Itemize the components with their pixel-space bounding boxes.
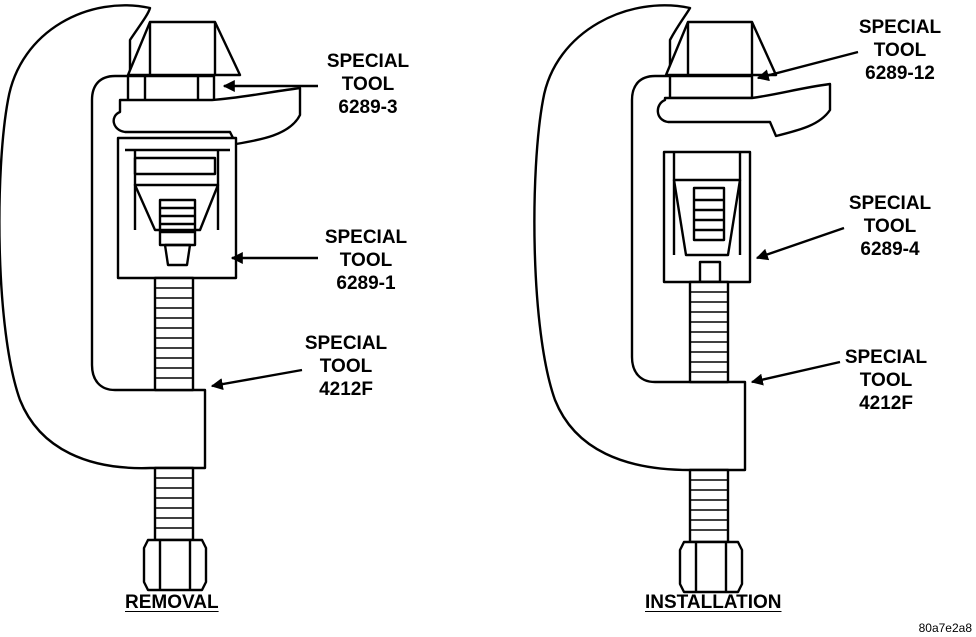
hex-nut-installation xyxy=(678,540,744,594)
c-clamp-frame-installation xyxy=(533,4,747,472)
callout-removal-6289-3: SPECIAL TOOL 6289-3 xyxy=(326,51,410,118)
installation-illustration xyxy=(533,4,832,594)
installation-leaders xyxy=(750,50,859,386)
top-cap-removal xyxy=(126,20,242,77)
callout-installation-6289-4: SPECIAL TOOL 6289-4 xyxy=(848,193,932,260)
callout-removal-4212F: SPECIAL TOOL 4212F xyxy=(304,333,388,400)
hex-nut-removal xyxy=(142,538,208,592)
removal-leaders xyxy=(210,80,318,391)
top-cap-installation xyxy=(664,20,778,77)
caption-removal: REMOVAL xyxy=(125,592,219,613)
caption-installation: INSTALLATION xyxy=(645,592,782,613)
callout-removal-6289-1: SPECIAL TOOL 6289-1 xyxy=(324,227,408,294)
tool-6289-4-installation xyxy=(662,150,752,284)
control-arm-removal xyxy=(112,86,302,146)
c-clamp-frame-removal xyxy=(0,4,207,470)
callout-installation-4212F: SPECIAL TOOL 4212F xyxy=(844,347,928,414)
tool-6289-3-removal xyxy=(126,74,216,104)
screw-4212F-removal xyxy=(153,276,195,392)
tool-6289-12-installation xyxy=(668,74,754,100)
figure-code: 80a7e2a8 xyxy=(918,621,972,635)
removal-illustration xyxy=(0,4,302,592)
callout-installation-6289-12: SPECIAL TOOL 6289-12 xyxy=(858,17,942,84)
control-arm-installation xyxy=(656,82,832,138)
